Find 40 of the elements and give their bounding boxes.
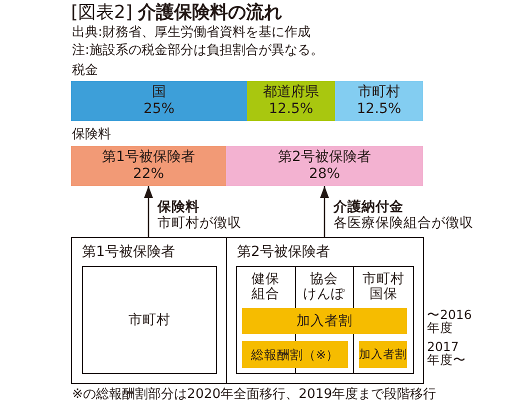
column-header: 協会けんぽ — [295, 269, 353, 305]
allocation-bar: 加入者割 — [242, 308, 407, 334]
footnote: ※の総報酬割部分は2020年全面移行、2019年度まで段階移行 — [72, 387, 436, 403]
segment-name: 第1号被保険者 — [102, 149, 195, 166]
section-heading: 税金 — [72, 63, 98, 79]
share-segment — [226, 146, 423, 186]
edge-label: 介護納付金各医療保険組合が徴収 — [334, 199, 474, 232]
group-heading: 第1号被保険者 — [82, 244, 175, 261]
share-segment — [71, 81, 247, 121]
segment-percentage: 25% — [143, 101, 175, 118]
arrow — [320, 186, 329, 237]
segment-percentage: 12.5% — [268, 101, 314, 118]
segment-name: 第2号被保険者 — [278, 149, 371, 166]
segment-name: 市町村 — [358, 84, 400, 101]
diagram-title: [図表2] 介護保険料の流れ — [71, 2, 282, 24]
arrow — [144, 186, 153, 237]
segment-percentage: 28% — [308, 166, 340, 183]
column-header: 市町村国保 — [353, 269, 414, 305]
box-label: 市町村 — [128, 312, 170, 328]
group-box — [71, 237, 227, 384]
segment-name: 都道府県 — [263, 84, 319, 101]
segment-percentage: 12.5% — [356, 101, 402, 118]
segment-percentage: 22% — [132, 166, 164, 183]
allocation-bar: 加入者割 — [359, 341, 407, 368]
inner-box — [82, 266, 217, 374]
column-header: 健保組合 — [236, 269, 295, 305]
note-text: 注:施設系の税金部分は負担割合が異なる。 — [72, 43, 324, 59]
section-heading: 保険料 — [72, 127, 111, 143]
group-heading: 第2号被保険者 — [237, 244, 330, 261]
allocation-bar: 総報酬割（※） — [242, 341, 348, 368]
share-segment — [335, 81, 423, 121]
period-label: 〜2016年度 — [427, 309, 472, 334]
source-note: 出典:財務省、厚生労働省資料を基に作成 — [72, 25, 310, 41]
group-box — [226, 237, 424, 384]
table-frame — [236, 266, 414, 374]
share-segment — [247, 81, 335, 121]
period-label: 2017年度〜 — [427, 341, 466, 366]
edge-label: 保険料市町村が徴収 — [158, 199, 242, 232]
share-segment — [71, 146, 226, 186]
segment-name: 国 — [152, 84, 166, 101]
